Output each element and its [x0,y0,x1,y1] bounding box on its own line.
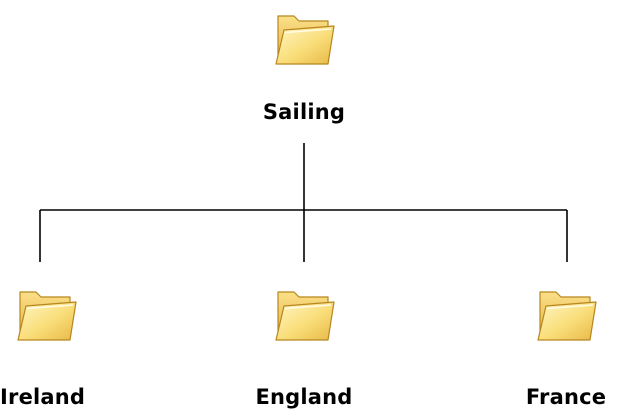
folder-icon [275,291,335,341]
folder-icon [537,291,597,341]
folder-label-france: France [525,385,607,409]
folder-icon [275,15,335,65]
root-folder-node[interactable]: Sailing [224,6,384,124]
folder-node-england[interactable]: England [224,282,384,409]
folder-label-england: England [255,385,353,409]
folder-icon [17,291,77,341]
root-folder-label: Sailing [262,100,346,124]
folder-node-ireland[interactable]: Ireland [0,282,126,409]
folder-label-ireland: Ireland [0,385,86,409]
folder-node-france[interactable]: France [486,282,619,409]
